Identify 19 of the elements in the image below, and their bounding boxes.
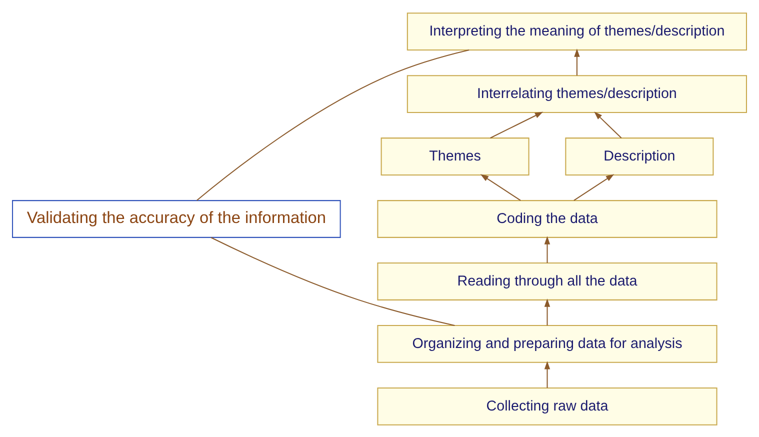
- arrow: [544, 298, 550, 325]
- node-box: Coding the data: [377, 200, 718, 238]
- arrow: [544, 360, 550, 388]
- connector: [210, 236, 455, 326]
- arrow: [574, 48, 580, 76]
- node-box: Interpreting the meaning of themes/description: [406, 12, 747, 50]
- node-box: Themes: [380, 137, 530, 175]
- arrow: [544, 236, 550, 262]
- arrow: [480, 174, 521, 200]
- node-box: Collecting raw data: [377, 387, 718, 425]
- node-box: Reading through all the data: [377, 262, 718, 300]
- node-box: Description: [565, 137, 714, 175]
- node-box: Interrelating themes/description: [406, 74, 747, 112]
- arrow: [594, 111, 622, 138]
- connector: [196, 49, 470, 200]
- node-box: Organizing and preparing data for analysis: [377, 324, 718, 362]
- arrow: [490, 111, 544, 138]
- node-box: Validating the accuracy of the information: [12, 200, 341, 238]
- arrow: [574, 174, 614, 200]
